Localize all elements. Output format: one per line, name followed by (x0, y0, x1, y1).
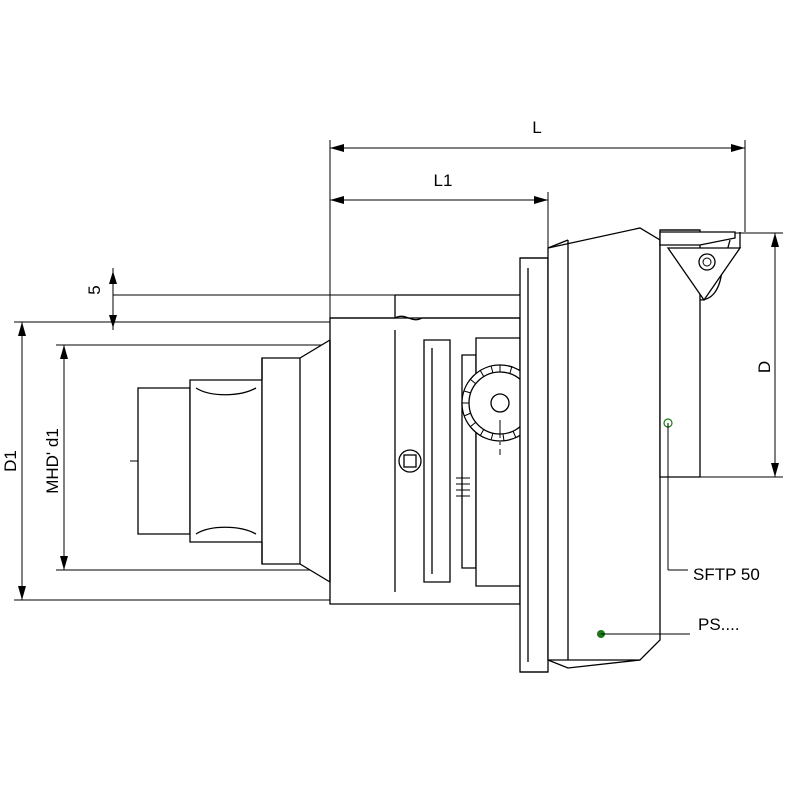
dimension-label-D: D (755, 361, 774, 373)
callout-label-ps: PS.... (698, 615, 740, 634)
dimension-L1: L1 (330, 171, 549, 258)
tool-main-body (329, 294, 521, 605)
cutter-body (547, 227, 736, 669)
triangular-cutting-insert (666, 232, 742, 302)
dimension-label-MHD-d1: MHD' d1 (43, 428, 62, 494)
callout-sftp-50: SFTP 50 (663, 418, 760, 584)
dimension-D1: D1 (1, 321, 330, 601)
tool-shank-left (137, 338, 331, 584)
dimension-MHD-d1: MHD' d1 (43, 344, 330, 571)
dimension-label-L: L (532, 118, 541, 137)
dimension-label-5: 5 (85, 285, 104, 294)
callout-label-sftp: SFTP 50 (693, 565, 760, 584)
dimension-label-L1: L1 (434, 171, 453, 190)
dimension-5: 5 (85, 268, 395, 330)
scale-marks (456, 477, 470, 497)
dimension-L: L (329, 118, 746, 322)
tool-right-flange (519, 257, 549, 673)
dimension-label-D1: D1 (1, 450, 20, 472)
callout-ps: PS.... (597, 615, 740, 638)
